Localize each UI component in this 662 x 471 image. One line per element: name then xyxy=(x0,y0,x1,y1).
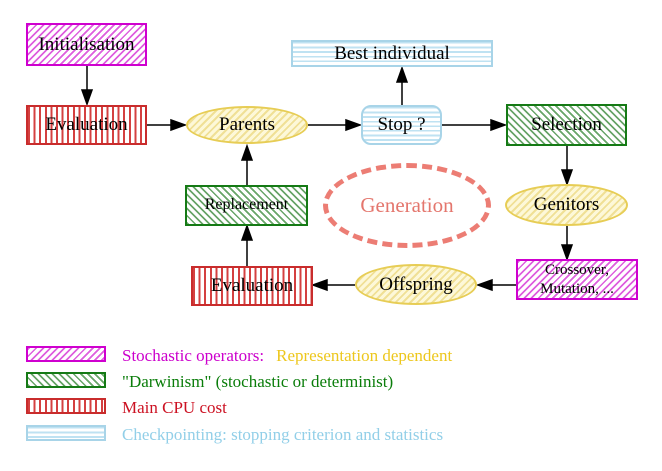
arrow-replacement-to-parents xyxy=(240,143,254,185)
arrow-offspring-to-evaluation xyxy=(310,278,355,292)
arrow-initialisation-to-evaluation xyxy=(80,66,94,107)
arrow-parents-to-stop xyxy=(308,118,363,132)
node-stop: Stop ? xyxy=(361,105,442,145)
cyan-horizontal-lines-swatch xyxy=(26,425,106,441)
legend-label-representation: Representation dependent xyxy=(276,346,453,365)
node-selection: Selection xyxy=(506,104,627,146)
node-crossover-mutation: Crossover, Mutation, ... xyxy=(516,259,638,300)
node-evaluation-top: Evaluation xyxy=(26,105,147,145)
arrow-stop-to-selection xyxy=(442,118,508,132)
arrow-crossover-to-offspring xyxy=(475,278,516,292)
green-diagonal-hatch-swatch xyxy=(26,372,106,388)
legend-label-stochastic: Stochastic operators: xyxy=(122,346,265,365)
legend-item-main-cpu-cost: Main CPU cost xyxy=(122,398,227,417)
arrow-genitors-to-crossover xyxy=(560,226,574,262)
node-offspring: Offspring xyxy=(355,264,477,305)
legend-item-darwinism: "Darwinism" (stochastic or determinist) xyxy=(122,372,394,391)
legend-item-stochastic-operators: Stochastic operators: Representation depe… xyxy=(122,346,453,366)
node-parents: Parents xyxy=(186,106,308,144)
crossover-line2: Mutation, ... xyxy=(540,280,614,297)
node-best-individual: Best individual xyxy=(291,40,493,67)
node-replacement: Replacement xyxy=(185,185,308,226)
crossover-line1: Crossover, xyxy=(545,261,609,278)
node-genitors: Genitors xyxy=(505,184,628,226)
magenta-diagonal-hatch-swatch xyxy=(26,346,106,362)
arrow-selection-to-genitors xyxy=(560,146,574,187)
generation-loop-ellipse: Generation xyxy=(323,163,491,248)
arrow-stop-to-best-individual xyxy=(395,65,409,105)
arrow-evaluation-to-replacement xyxy=(240,223,254,266)
legend-item-checkpointing: Checkpointing: stopping criterion and st… xyxy=(122,425,444,444)
node-evaluation-bottom: Evaluation xyxy=(191,266,313,306)
red-vertical-lines-swatch xyxy=(26,398,106,414)
arrow-evaluation-to-parents xyxy=(147,118,188,132)
node-initialisation: Initialisation xyxy=(26,23,147,66)
